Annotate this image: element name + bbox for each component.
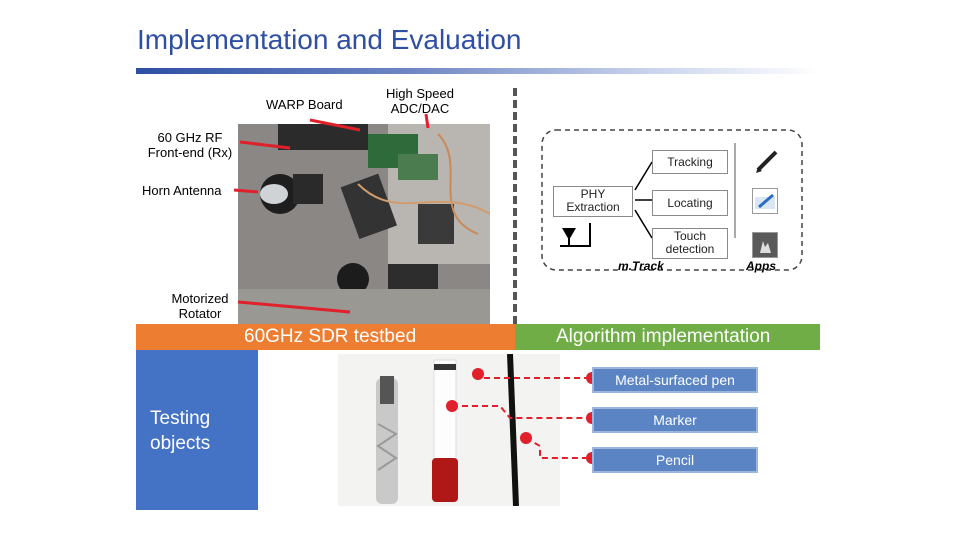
mtrack-diagram-frame (541, 129, 803, 271)
touch-line2: detection (665, 242, 715, 256)
map-pin-app-icon (752, 188, 778, 214)
pen-app-icon (754, 148, 782, 179)
apps-label: Apps (746, 259, 776, 273)
section-divider (513, 88, 517, 324)
marker-callout-dot (446, 400, 458, 412)
touch-line1: Touch (673, 229, 707, 243)
marker-illustration (432, 359, 458, 502)
pencil-box: Pencil (592, 447, 758, 473)
adc-label-line2: ADC/DAC (390, 101, 450, 116)
phy-to-touch-line (634, 209, 653, 239)
testing-objects-label: Testing objects (150, 406, 250, 456)
rotator-label-line1: Motorized (171, 291, 229, 306)
testbed-caption: 60GHz SDR testbed (244, 326, 417, 347)
testing-label-line1: Testing (150, 408, 211, 429)
mtrack-label: m.Track (618, 259, 664, 273)
slide-title: Implementation and Evaluation (137, 24, 522, 55)
adc-arrow (424, 113, 430, 129)
phy-line2: Extraction (566, 200, 620, 214)
testbed-photo-illustration (238, 124, 490, 324)
metal-pen-illustration (376, 376, 398, 504)
horn-arrow (233, 188, 259, 194)
rf-label-line1: 60 GHz RF (157, 130, 223, 145)
metal-pen-box: Metal-surfaced pen (592, 367, 758, 393)
warp-board-label: WARP Board (266, 97, 343, 112)
pen-callout-dot (472, 368, 484, 380)
horn-antenna-label: Horn Antenna (142, 183, 222, 198)
motorized-rotator-label: Motorized Rotator (160, 291, 240, 321)
pencil-callout-dot (520, 432, 532, 444)
touch-app-icon (752, 232, 778, 258)
tracking-box: Tracking (652, 150, 728, 174)
rf-frontend-label: 60 GHz RF Front-end (Rx) (140, 130, 240, 160)
pen-connector (477, 374, 592, 379)
testing-objects-photo (338, 354, 560, 506)
algorithm-caption: Algorithm implementation (556, 326, 771, 347)
testbed-photo (238, 124, 490, 324)
pencil-connector (525, 437, 592, 459)
locating-box: Locating (652, 190, 728, 216)
mtrack-dashed-border (541, 129, 803, 271)
phy-line1: PHY (580, 187, 606, 201)
antenna-feed-line (560, 223, 591, 247)
warp-arrow (309, 118, 361, 132)
rotator-arrow (237, 300, 351, 314)
rf-arrow (239, 140, 291, 150)
pencil-illustration (507, 354, 519, 506)
adc-dac-label: High Speed ADC/DAC (380, 86, 460, 116)
testing-objects-panel (136, 350, 258, 510)
marker-connector (452, 405, 592, 419)
phy-to-tracking-line (634, 161, 653, 191)
algorithm-caption-bar (515, 324, 820, 350)
testing-label-line2: objects (150, 433, 211, 454)
adc-label-line1: High Speed (386, 86, 454, 101)
testbed-callout-arrows (233, 113, 430, 194)
testing-objects-illustration (338, 354, 560, 506)
title-underline (136, 68, 820, 74)
phy-extraction-box: PHY Extraction (553, 186, 633, 217)
rf-label-line2: Front-end (Rx) (147, 145, 233, 160)
rotator-callout-arrow (237, 300, 351, 314)
touch-detection-box: Touch detection (652, 228, 728, 259)
rotator-label-line2: Rotator (178, 306, 222, 321)
object-connectors (452, 374, 592, 459)
marker-box: Marker (592, 407, 758, 433)
